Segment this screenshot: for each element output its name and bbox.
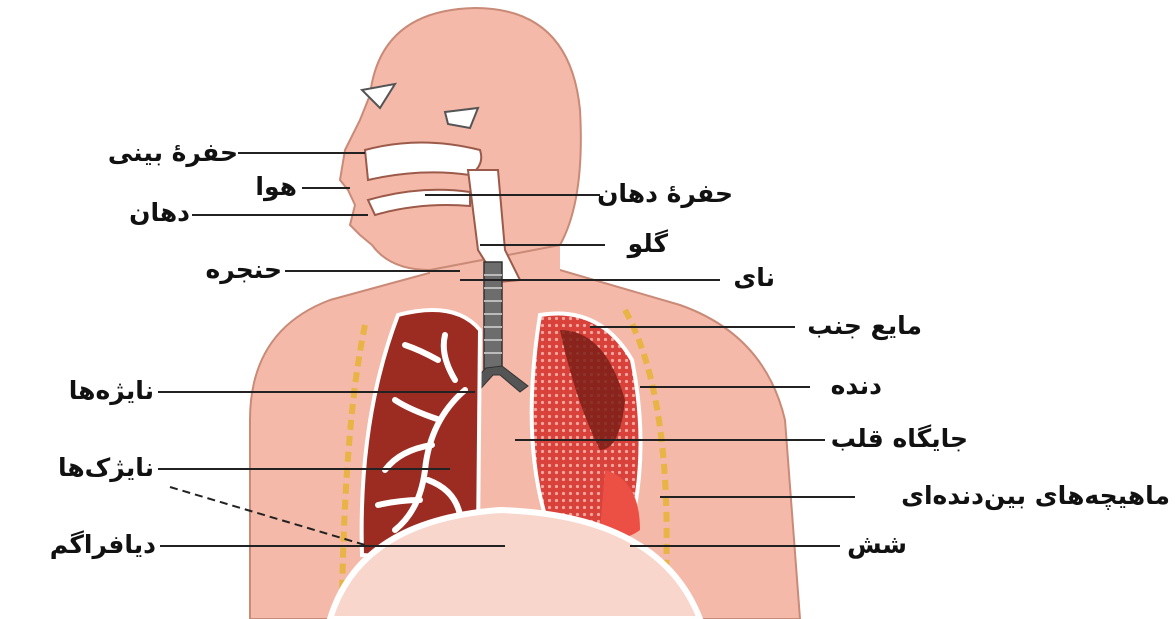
label-oral-cavity: حفرهٔ دهان	[603, 181, 733, 206]
label-larynx: حنجره	[200, 257, 282, 282]
label-nasal-cavity: حفرهٔ بینی	[108, 140, 238, 165]
label-intercostal-muscles: ماهیچه‌های بین‌دنده‌ای	[858, 483, 1170, 508]
label-diaphragm: دیافراگم	[28, 532, 156, 557]
head	[340, 8, 581, 270]
label-rib: دنده	[812, 373, 882, 398]
label-bronchioles: نایژک‌ها	[36, 455, 154, 480]
label-mouth: دهان	[108, 200, 190, 225]
trachea	[484, 262, 502, 372]
label-lung: شش	[843, 532, 907, 557]
label-heart-place: جایگاه قلب	[828, 426, 968, 451]
label-pleural-fluid: مایع جنب	[798, 313, 922, 338]
label-trachea: نای	[723, 265, 775, 290]
label-air: هوا	[235, 174, 297, 199]
label-bronchi: نایژه‌ها	[50, 378, 154, 403]
label-pharynx: گلو	[608, 231, 668, 256]
